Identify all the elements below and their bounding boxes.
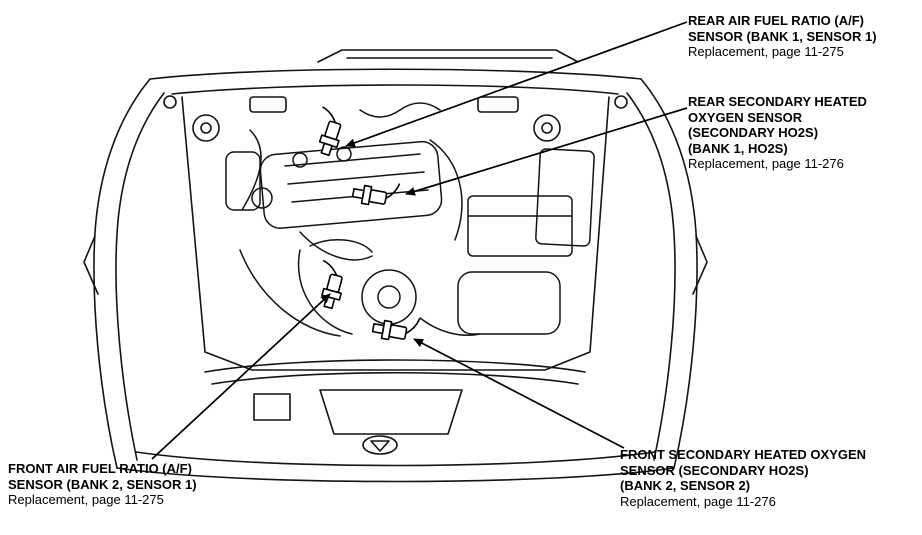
callout-line: FRONT AIR FUEL RATIO (A/F) bbox=[8, 461, 192, 476]
sensor-locations bbox=[318, 106, 421, 341]
callout-note: Replacement, page 11-276 bbox=[688, 156, 844, 171]
callout-rear-af-sensor: REAR AIR FUEL RATIO (A/F) SENSOR (BANK 1… bbox=[688, 13, 877, 60]
callout-line: (SECONDARY HO2S) bbox=[688, 125, 819, 140]
leader-lines bbox=[151, 21, 688, 460]
front-bumper bbox=[116, 359, 675, 483]
front-ho2s-location bbox=[371, 318, 421, 341]
leader-line-front-ho2s bbox=[413, 338, 625, 449]
callout-line: SENSOR (BANK 2, SENSOR 1) bbox=[8, 476, 197, 492]
callout-note: Replacement, page 11-276 bbox=[620, 493, 776, 509]
callout-line: OXYGEN SENSOR bbox=[688, 109, 803, 125]
callout-front-af-sensor: FRONT AIR FUEL RATIO (A/F) SENSOR (BANK … bbox=[8, 461, 197, 508]
leader-line-rear-af bbox=[345, 21, 688, 148]
callout-line: REAR SECONDARY HEATED bbox=[688, 94, 867, 109]
engine-assembly bbox=[225, 102, 595, 337]
rear-af-sensor-location bbox=[318, 106, 342, 157]
callout-line: SENSOR (SECONDARY HO2S) bbox=[620, 462, 809, 478]
callout-line: SENSOR (BANK 1, SENSOR 1) bbox=[688, 28, 877, 44]
leader-line-rear-ho2s bbox=[405, 107, 688, 196]
car-body-outline bbox=[83, 49, 708, 469]
grille-opening bbox=[319, 389, 463, 435]
callout-rear-secondary-ho2s: REAR SECONDARY HEATED OXYGEN SENSOR (SEC… bbox=[688, 94, 867, 172]
front-af-sensor-location bbox=[321, 259, 343, 310]
callout-line: (BANK 2, SENSOR 2) bbox=[620, 478, 751, 493]
rear-ho2s-location bbox=[351, 183, 401, 206]
callout-line: REAR AIR FUEL RATIO (A/F) bbox=[688, 13, 864, 28]
callout-front-secondary-ho2s: FRONT SECONDARY HEATED OXYGEN SENSOR (SE… bbox=[620, 447, 866, 509]
callout-note: Replacement, page 11-275 bbox=[8, 492, 164, 507]
callout-line: (BANK 1, HO2S) bbox=[688, 140, 788, 156]
callout-line: FRONT SECONDARY HEATED OXYGEN bbox=[620, 447, 867, 462]
callout-note: Replacement, page 11-275 bbox=[688, 44, 844, 59]
emblem-icon bbox=[362, 435, 398, 455]
leader-line-front-af bbox=[151, 293, 331, 460]
